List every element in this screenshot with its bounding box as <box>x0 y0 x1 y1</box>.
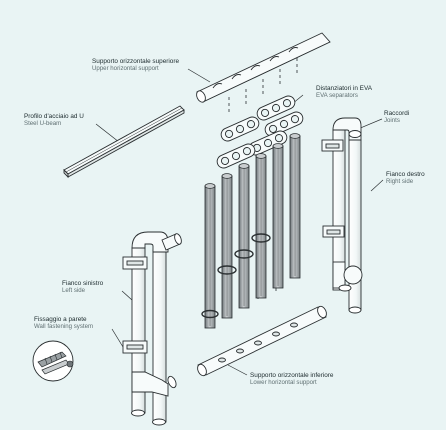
eva-separator <box>256 95 296 121</box>
wall-fastening-detail <box>32 340 74 382</box>
eva-separator <box>220 116 260 142</box>
label-upper-horizontal-support: Supporto orizzontale superiore Upper hor… <box>92 58 179 72</box>
label-left-side: Fianco sinistro Left side <box>62 280 103 294</box>
label-upper-support-en: Upper horizontal support <box>92 65 159 73</box>
leader-lines <box>95 68 384 376</box>
label-joints-en: Joints <box>384 117 400 125</box>
label-eva-separators: Distanziatori in EVA EVA separators <box>316 85 372 99</box>
label-left-side-en: Left side <box>62 287 86 295</box>
eva-separator <box>216 143 256 169</box>
vertical-rod <box>221 173 233 319</box>
label-joints-it: Raccordi <box>384 110 410 117</box>
label-right-side-it: Fianco destro <box>386 171 425 178</box>
eva-separator <box>264 111 304 137</box>
upper-horizontal-support <box>196 32 331 103</box>
label-u-beam-it: Profilo d'acciaio ad U <box>24 113 84 120</box>
label-lower-support-it: Supporto orizzontale inferiore <box>250 372 334 379</box>
vertical-rod <box>255 153 267 299</box>
label-eva-en: EVA separators <box>316 92 358 100</box>
label-right-side-en: Right side <box>386 178 414 186</box>
vertical-rod <box>204 183 216 329</box>
label-left-side-it: Fianco sinistro <box>62 280 104 287</box>
right-side-frame <box>321 117 363 314</box>
vertical-rod <box>272 143 284 289</box>
vertical-rod <box>238 163 250 309</box>
label-u-beam-en: Steel U-beam <box>24 120 62 128</box>
eva-separators <box>216 95 304 169</box>
lower-horizontal-support <box>197 305 327 377</box>
left-side-frame <box>122 231 182 426</box>
label-eva-it: Distanziatori in EVA <box>316 85 372 92</box>
label-lower-support-en: Lower horizontal support <box>250 379 317 387</box>
label-lower-horizontal-support: Supporto orizzontale inferiore Lower hor… <box>250 372 333 386</box>
label-right-side: Fianco destro Right side <box>386 171 425 185</box>
label-upper-support-it: Supporto orizzontale superiore <box>92 58 180 65</box>
vertical-rod <box>289 133 301 279</box>
label-wall-fastening-en: Wall fastening system <box>34 323 94 331</box>
label-wall-fastening: Fissaggio a parete Wall fastening system <box>34 316 93 330</box>
vertical-rods <box>201 133 301 329</box>
steel-u-beam <box>63 105 185 179</box>
label-steel-u-beam: Profilo d'acciaio ad U Steel U-beam <box>24 113 84 127</box>
label-joints: Raccordi Joints <box>384 110 409 124</box>
label-wall-fastening-it: Fissaggio a parete <box>34 316 87 323</box>
